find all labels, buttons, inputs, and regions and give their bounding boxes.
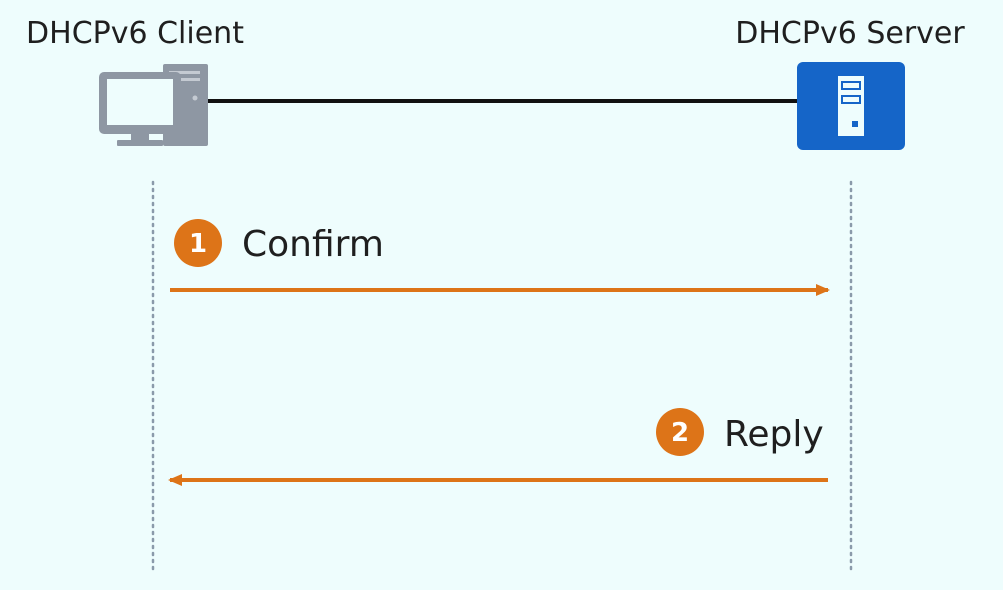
message-label-confirm: Confirm (242, 224, 384, 265)
step-number-1: 1 (189, 229, 207, 259)
desktop-computer-icon (99, 64, 208, 146)
server-icon (797, 62, 905, 150)
message-label-reply: Reply (724, 414, 824, 455)
step-badge-1 (174, 219, 222, 267)
step-badge-2 (656, 408, 704, 456)
client-label: DHCPv6 Client (26, 16, 244, 51)
server-label: DHCPv6 Server (735, 16, 965, 51)
message-reply: 2 Reply (168, 408, 828, 486)
message-confirm: 1 Confirm (170, 219, 830, 296)
step-number-2: 2 (671, 418, 689, 448)
